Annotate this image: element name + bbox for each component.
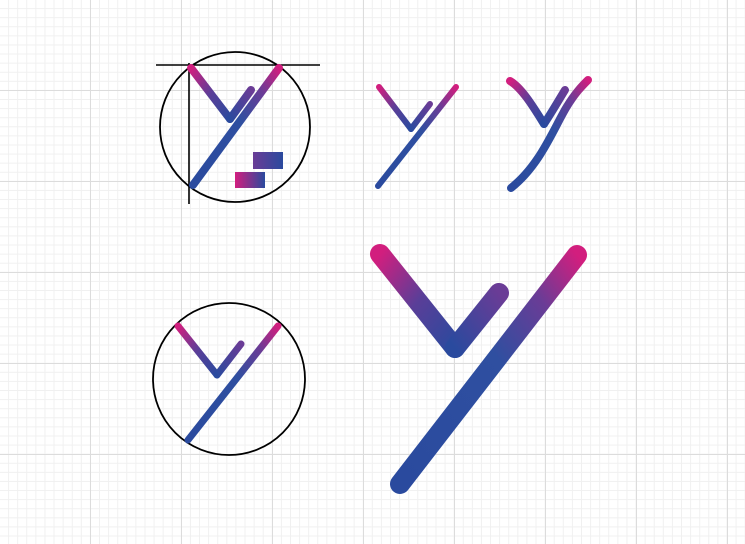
y-long-stroke — [390, 245, 587, 494]
y-short-arm — [226, 86, 255, 123]
y-left-arm — [187, 64, 234, 123]
large-y-mark — [370, 244, 587, 494]
y-left-arm — [376, 84, 414, 132]
y-left-arm — [174, 322, 221, 379]
y-long-stroke — [507, 76, 592, 192]
logo-circle — [152, 302, 306, 456]
y-long-stroke — [189, 64, 283, 189]
y-left-arm — [370, 244, 465, 358]
construction-sketch — [156, 51, 320, 204]
y-short-arm — [445, 283, 509, 358]
y-left-arm — [506, 77, 548, 128]
color-swatch-2 — [235, 172, 265, 188]
circle-y-logo — [152, 302, 306, 456]
thin-y-variant — [375, 84, 459, 189]
y-long-stroke — [184, 322, 282, 444]
curved-y-variant — [506, 76, 592, 192]
y-short-arm — [213, 340, 245, 379]
y-short-arm — [540, 86, 569, 128]
construction-circle — [159, 51, 311, 203]
y-short-arm — [408, 101, 433, 132]
color-swatch-1 — [253, 152, 283, 169]
y-long-stroke — [375, 84, 459, 189]
